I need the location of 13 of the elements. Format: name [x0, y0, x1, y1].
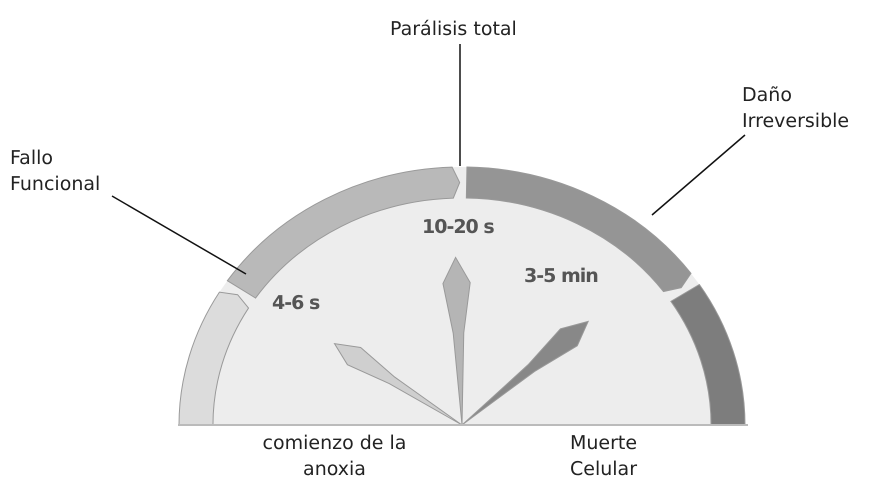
leader-line — [652, 134, 746, 216]
leader-line — [112, 195, 246, 275]
gauge-segment — [670, 284, 746, 426]
axis-label: Muerte Celular — [570, 431, 638, 482]
gauge-segment — [178, 292, 250, 426]
callout-text: Fallo Funcional — [10, 145, 120, 197]
callout-text: Daño Irreversible — [742, 82, 872, 134]
axis-label: comienzo de la anoxia — [262, 431, 408, 482]
callout-text: Parálisis total — [390, 16, 540, 42]
time-label: 3-5 min — [524, 265, 598, 287]
leader-line — [459, 44, 461, 166]
time-label: 4-6 s — [272, 292, 320, 314]
time-label: 10-20 s — [422, 216, 494, 238]
